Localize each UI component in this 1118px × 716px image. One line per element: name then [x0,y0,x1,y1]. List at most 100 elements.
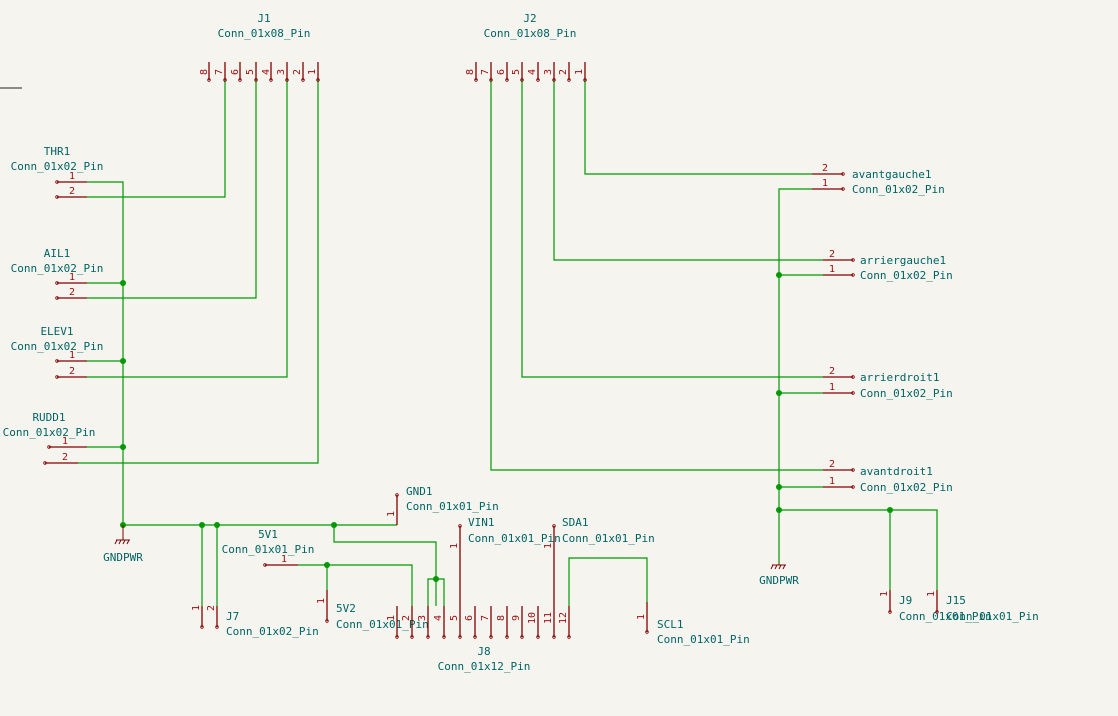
connector-j2[interactable]: J2 Conn_01x08_Pin 8 7 6 5 4 3 2 1 [465,12,587,82]
thr1-pin-1-label: 1 [69,171,75,182]
sda1-ref: SDA1 [562,516,589,529]
wires [78,80,938,606]
connector-j9[interactable]: 1 J9 Conn_01x01_Pin [879,590,992,623]
connector-gnd1[interactable]: 1 GND1 Conn_01x01_Pin [386,485,499,525]
j8-pin-11-label: 11 [543,612,554,624]
gndpwr-icon [770,563,786,570]
elev1-pin-1-label: 1 [69,350,75,361]
junction [120,280,126,286]
junction [887,507,893,513]
arriergauche1-ref: arriergauche1 [860,254,946,267]
j1-pins [207,62,320,82]
j1-pin-2-label: 2 [292,69,303,75]
j1-pin-6-label: 6 [230,69,241,75]
avantgauche1-ref: avantgauche1 [852,168,931,181]
gnd-right-label: GNDPWR [759,574,799,587]
arriergauche1-value: Conn_01x02_Pin [860,269,953,282]
wire-j2-7-avantdroit1 [490,80,823,471]
j1-pin-7-label: 7 [214,69,225,75]
sda1-pin-1-label: 1 [543,543,554,549]
j9-ref: J9 [899,594,912,607]
elev1-value: Conn_01x02_Pin [11,340,104,353]
junction [433,576,439,582]
5v2-ref: 5V2 [336,602,356,615]
wire-j9-j15 [779,509,938,590]
connector-rudd1[interactable]: RUDD1 Conn_01x02_Pin 1 2 [3,411,96,465]
thr1-value: Conn_01x02_Pin [11,160,104,173]
connector-vin1[interactable]: 1 VIN1 Conn_01x01_Pin [449,516,561,606]
connector-ail1[interactable]: AIL1 Conn_01x02_Pin 1 2 [11,247,104,300]
j2-pin-4-label: 4 [527,69,538,75]
avantgauche1-pin-1-label: 1 [822,178,828,189]
avantgauche1-pin-2-label: 2 [822,163,828,174]
arrierdroit1-pin-1-label: 1 [829,382,835,393]
j2-pin-1-label: 1 [574,69,585,75]
gnd1-value: Conn_01x01_Pin [406,500,499,513]
connector-thr1[interactable]: THR1 Conn_01x02_Pin 1 2 [11,145,104,199]
connector-scl1[interactable]: 1 SCL1 Conn_01x01_Pin [636,602,750,646]
j8-pin-9-label: 9 [511,615,522,621]
gnd-left-label: GNDPWR [103,551,143,564]
j9-pin-1-label: 1 [879,591,890,597]
thr1-ref: THR1 [44,145,71,158]
j2-pin-6-label: 6 [496,69,507,75]
junction [324,562,330,568]
rudd1-value: Conn_01x02_Pin [3,426,96,439]
wire-j2-3-arriergauche1 [553,80,823,261]
connector-j15[interactable]: 1 J15 Conn_01x01_Pin [926,590,1039,623]
j2-pins [474,62,587,82]
j2-pin-3-label: 3 [543,69,554,75]
j2-pin-2-label: 2 [558,69,569,75]
connector-j8[interactable]: 1 2 3 4 5 6 7 8 9 10 11 12 J8 Conn_01x12… [386,606,571,673]
connector-j7[interactable]: 1 2 J7 Conn_01x02_Pin [191,605,319,638]
ail1-pin-2-label: 2 [69,287,75,298]
avantdroit1-pin-2-label: 2 [829,459,835,470]
junction [214,522,220,528]
junction [199,522,205,528]
power-gndpwr-right[interactable]: GNDPWR [759,563,799,587]
avantdroit1-value: Conn_01x02_Pin [860,481,953,494]
connector-5v1[interactable]: 5V1 Conn_01x01_Pin 1 [222,528,315,567]
j2-pin-8-label: 8 [465,69,476,75]
j1-pin-4-label: 4 [261,69,272,75]
rudd1-ref: RUDD1 [32,411,65,424]
j8-pin-2-label: 2 [401,615,412,621]
connector-avantdroit1[interactable]: 2 1 avantdroit1 Conn_01x02_Pin [823,459,953,494]
connector-5v2[interactable]: 1 5V2 Conn_01x01_Pin [316,590,429,631]
wire-gnd-to-j8-4 [333,525,437,606]
connector-j1[interactable]: J1 Conn_01x08_Pin 8 7 6 5 4 3 2 1 [199,12,320,82]
wire-5v1-j8-2 [298,564,413,606]
5v1-value: Conn_01x01_Pin [222,543,315,556]
scl1-ref: SCL1 [657,618,684,631]
j1-value: Conn_01x08_Pin [218,27,311,40]
j8-pins [395,606,571,639]
wire-j1-7-thr1 [87,80,226,198]
wire-left-gnd-bus [87,181,124,525]
j2-pin-5-label: 5 [511,69,522,75]
junction [776,484,782,490]
ail1-value: Conn_01x02_Pin [11,262,104,275]
sda1-value: Conn_01x01_Pin [562,532,655,545]
connector-elev1[interactable]: ELEV1 Conn_01x02_Pin 1 2 [11,325,104,379]
connector-arriergauche1[interactable]: 2 1 arriergauche1 Conn_01x02_Pin [823,249,953,282]
5v1-ref: 5V1 [258,528,278,541]
connector-arrierdroit1[interactable]: 2 1 arrierdroit1 Conn_01x02_Pin [823,366,953,400]
ail1-ref: AIL1 [44,247,71,260]
gnd1-pin-1-label: 1 [386,511,397,517]
scl1-pin-1-label: 1 [636,614,647,620]
arriergauche1-pin-2-label: 2 [829,249,835,260]
j8-pin-10-label: 10 [527,612,538,624]
j7-pin-1-label: 1 [191,605,202,611]
ail1-pin-1-label: 1 [69,272,75,283]
j9-value: Conn_01x01_Pin [899,610,992,623]
connector-avantgauche1[interactable]: 2 1 avantgauche1 Conn_01x02_Pin [812,163,945,196]
connector-sda1[interactable]: 1 SDA1 Conn_01x01_Pin [543,516,655,606]
arrierdroit1-value: Conn_01x02_Pin [860,387,953,400]
wire-j1-5-ail1 [87,80,257,299]
power-gndpwr-left[interactable]: GNDPWR [103,525,143,564]
wire-j1-3-elev1 [87,80,288,378]
j7-ref: J7 [226,610,239,623]
j8-value: Conn_01x12_Pin [438,660,531,673]
j8-pin-4-label: 4 [433,615,444,621]
